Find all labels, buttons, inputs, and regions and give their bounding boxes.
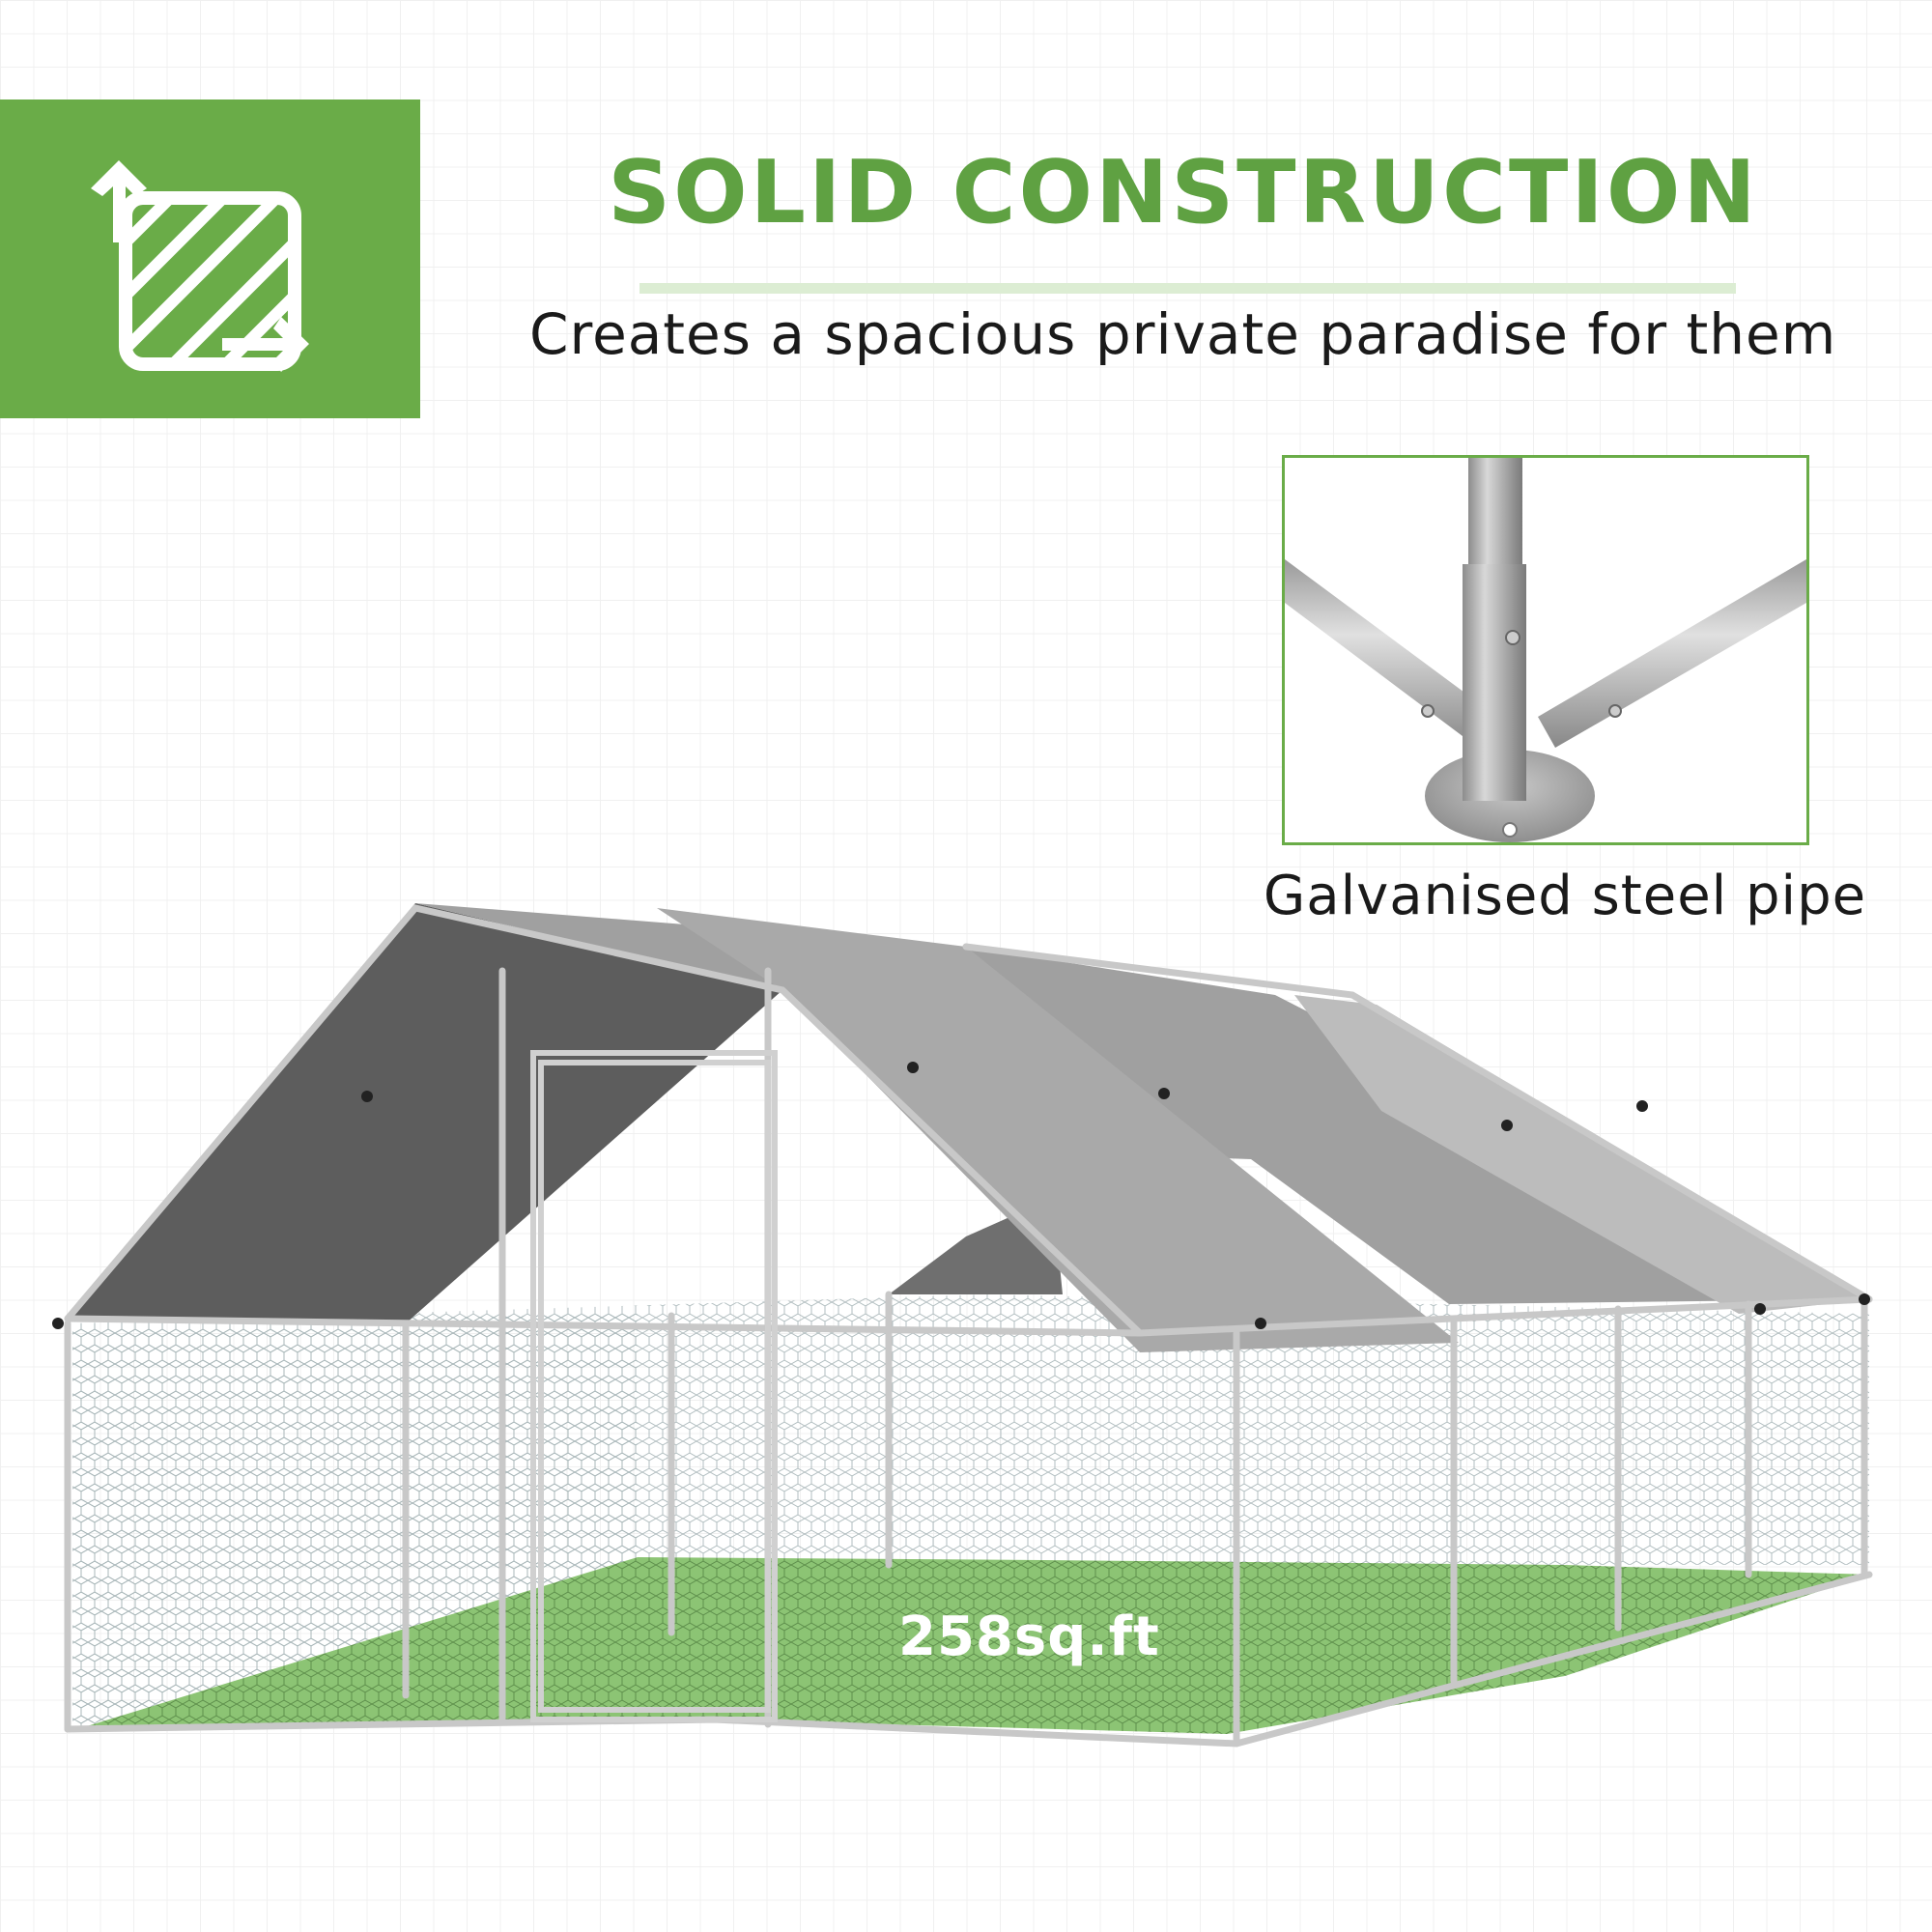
floor-area-label: 258sq.ft	[898, 1605, 1160, 1668]
expand-area-icon	[91, 160, 309, 372]
page-title: SOLID CONSTRUCTION	[608, 142, 1759, 243]
floor-area	[77, 1557, 1869, 1734]
subtitle: Creates a spacious private paradise for …	[529, 301, 1837, 367]
feature-icon-panel	[0, 99, 420, 418]
title-divider	[639, 283, 1736, 294]
pipe-detail-inset	[1282, 455, 1809, 845]
chicken-run-illustration	[52, 903, 1873, 1747]
steel-pipe-joint-illustration	[1285, 458, 1806, 842]
pipe-detail-caption: Galvanised steel pipe	[1263, 865, 1867, 927]
front-gable-cover	[68, 903, 782, 1323]
